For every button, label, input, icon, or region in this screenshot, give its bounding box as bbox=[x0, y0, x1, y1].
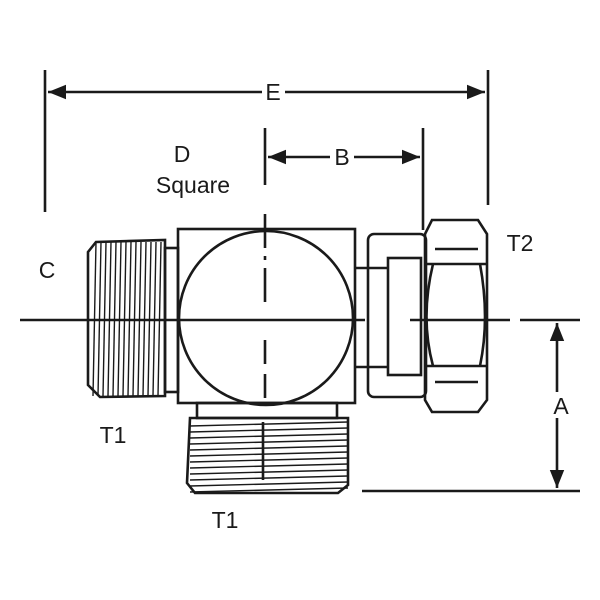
thread-line bbox=[189, 487, 349, 493]
thread-line bbox=[189, 433, 349, 439]
dimension-a: A bbox=[362, 318, 580, 493]
dimension-e: E bbox=[43, 70, 490, 212]
label-t1-side: T1 bbox=[100, 422, 127, 448]
thread-line bbox=[189, 457, 349, 463]
label-b: B bbox=[334, 144, 349, 170]
thread-line bbox=[189, 451, 349, 457]
thread-line bbox=[189, 439, 349, 445]
label-e: E bbox=[265, 79, 280, 105]
hex-nut bbox=[423, 218, 489, 414]
left-thread bbox=[86, 238, 180, 399]
thread-line bbox=[189, 475, 349, 481]
label-square: Square bbox=[156, 172, 230, 198]
center-lines bbox=[20, 214, 510, 408]
thread-line bbox=[189, 469, 349, 475]
bottom-thread bbox=[185, 401, 350, 495]
thread-line bbox=[189, 481, 349, 487]
label-d: D bbox=[174, 141, 191, 167]
thread-line bbox=[189, 427, 349, 433]
label-t1-bottom: T1 bbox=[212, 507, 239, 533]
thread-line bbox=[189, 421, 349, 427]
dimension-b: B bbox=[263, 128, 425, 230]
thread-line bbox=[189, 445, 349, 451]
swivel-adapter bbox=[355, 232, 428, 399]
label-a: A bbox=[553, 393, 569, 419]
label-t2: T2 bbox=[507, 230, 534, 256]
thread-line bbox=[189, 463, 349, 469]
label-c: C bbox=[39, 257, 56, 283]
body-square bbox=[176, 227, 357, 407]
